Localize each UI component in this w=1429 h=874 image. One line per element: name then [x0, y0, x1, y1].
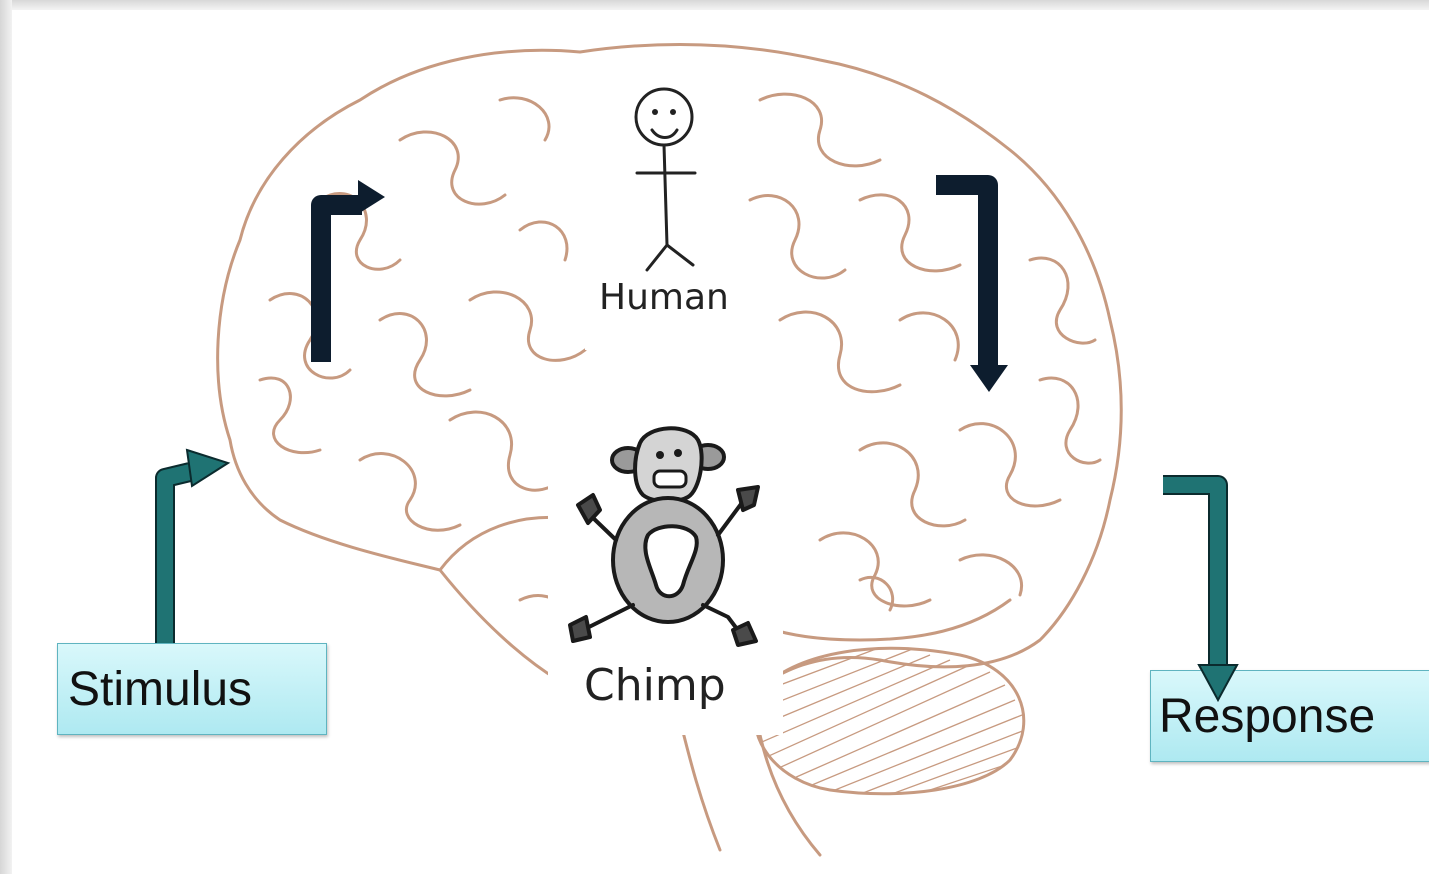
response-arrow-head-icon	[1199, 665, 1237, 700]
